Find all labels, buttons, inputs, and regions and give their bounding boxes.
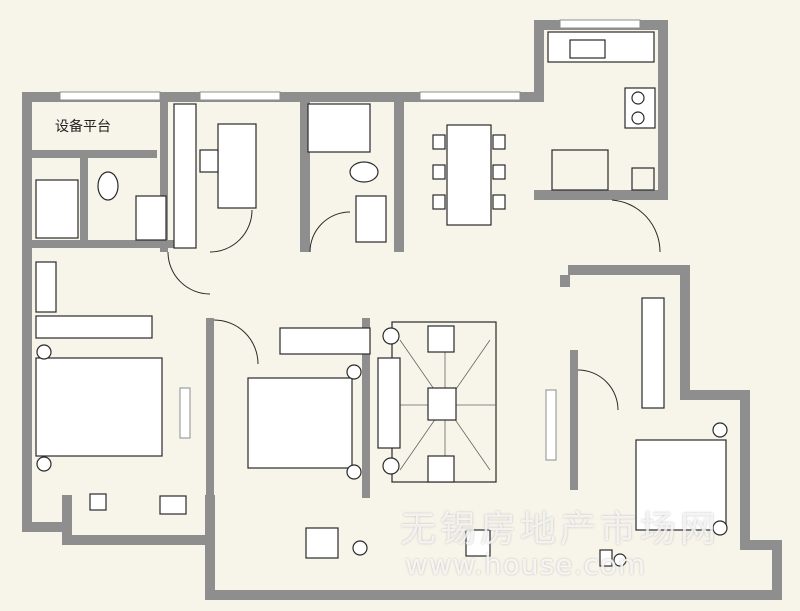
living-room xyxy=(377,321,497,483)
study-desk xyxy=(173,103,257,249)
kitchen xyxy=(547,31,656,191)
dining-table xyxy=(432,124,506,226)
doors xyxy=(167,199,661,411)
watermark-line1: 无锡房地产市场网 xyxy=(400,509,721,550)
windows xyxy=(59,19,641,461)
bedroom-right xyxy=(635,297,728,536)
bedroom-middle xyxy=(247,327,371,480)
bedroom-left xyxy=(35,261,163,472)
room-label-equipment-platform: 设备平台 xyxy=(55,119,111,135)
watermark-line2: www.house.com xyxy=(405,548,647,581)
bathrooms xyxy=(35,103,387,243)
balconies xyxy=(89,493,627,567)
